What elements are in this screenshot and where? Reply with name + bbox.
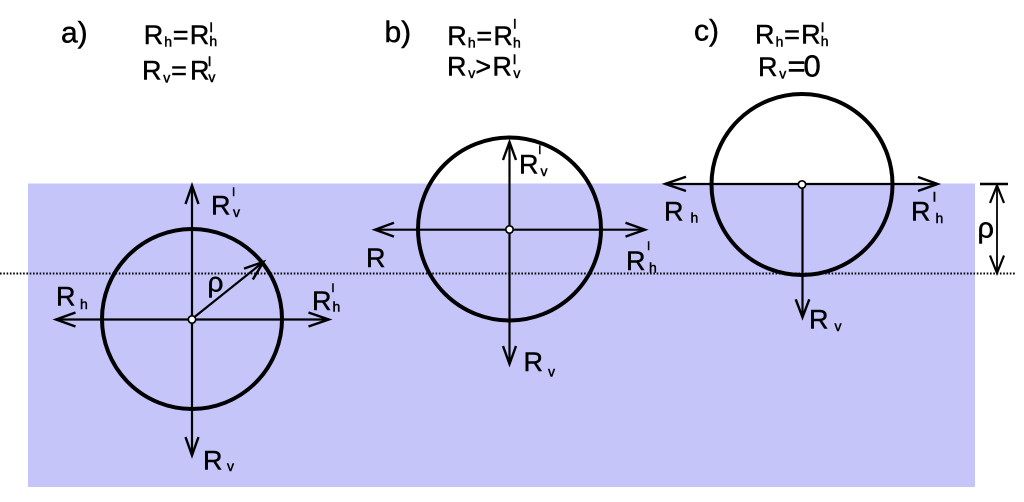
svg-text:v: v [227,458,234,474]
svg-text:I: I [647,241,650,253]
svg-text:Rv>RIv: Rv>RIv [447,51,520,82]
svg-text:a): a) [61,17,88,50]
svg-text:Rh=RIh: Rh=RIh [144,19,217,50]
svg-text:v: v [541,163,548,179]
svg-text:I: I [232,187,235,199]
svg-text:R: R [366,243,386,273]
svg-text:I: I [538,145,541,157]
svg-text:I: I [331,283,334,295]
svg-text:h: h [691,210,699,226]
svg-text:v: v [548,364,555,380]
svg-text:R: R [809,305,829,335]
svg-text:R: R [519,150,539,180]
svg-text:Rv=RIv: Rv=RIv [142,53,215,86]
svg-text:h: h [333,299,341,315]
svg-text:R: R [664,197,684,227]
svg-text:ρ: ρ [978,212,995,244]
svg-text:c): c) [694,15,719,48]
svg-text:R: R [911,197,931,227]
svg-text:R: R [312,286,332,316]
svg-text:R: R [203,446,223,476]
svg-text:Rh=RIh: Rh=RIh [755,19,828,50]
svg-text:h: h [80,296,88,312]
svg-text:R: R [56,282,76,312]
svg-text:I: I [933,189,937,205]
svg-text:b): b) [385,16,412,49]
svg-text:h: h [649,260,657,276]
svg-text:R: R [626,246,646,276]
svg-text:R: R [211,191,231,221]
svg-text:Rv=0: Rv=0 [758,48,821,83]
svg-text:R: R [524,347,544,377]
svg-text:ρ: ρ [208,267,224,298]
svg-text:Rh=RIh: Rh=RIh [447,16,520,51]
svg-text:v: v [835,318,842,334]
svg-text:h: h [936,210,944,226]
svg-text:v: v [233,204,240,220]
